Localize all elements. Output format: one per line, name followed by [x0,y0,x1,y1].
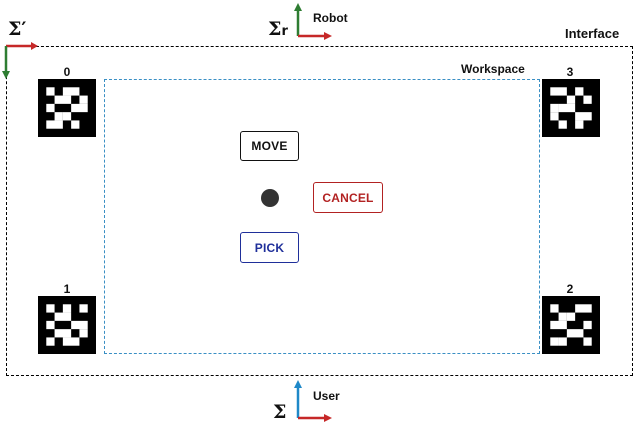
marker-1-label: 1 [63,282,71,296]
robot-label: Robot [313,11,348,25]
user-axes-icon [294,380,332,422]
workspace-label: Workspace [461,62,525,76]
interface-label: Interface [565,26,620,41]
interface-frame [6,46,633,376]
marker-3-label: 3 [566,65,574,79]
user-frame-symbol: Σ [273,401,287,423]
marker-2-label: 2 [566,282,574,296]
move-button[interactable]: MOVE [240,131,299,161]
pick-button[interactable]: PICK [240,232,299,263]
workspace-frame [104,79,540,354]
fiducial-marker-2-icon [542,296,600,354]
fiducial-marker-0-icon [38,79,96,137]
cancel-button[interactable]: CANCEL [313,182,383,213]
interface-axes-icon [2,42,38,79]
robot-frame-symbol: Σr [268,18,288,40]
interface-frame-symbol: Σ′ [8,18,27,40]
marker-0-label: 0 [63,65,71,79]
user-label: User [313,389,340,403]
fiducial-marker-3-icon [542,79,600,137]
fiducial-marker-1-icon [38,296,96,354]
robot-axes-icon [294,3,332,40]
cursor-dot-icon [261,189,279,207]
